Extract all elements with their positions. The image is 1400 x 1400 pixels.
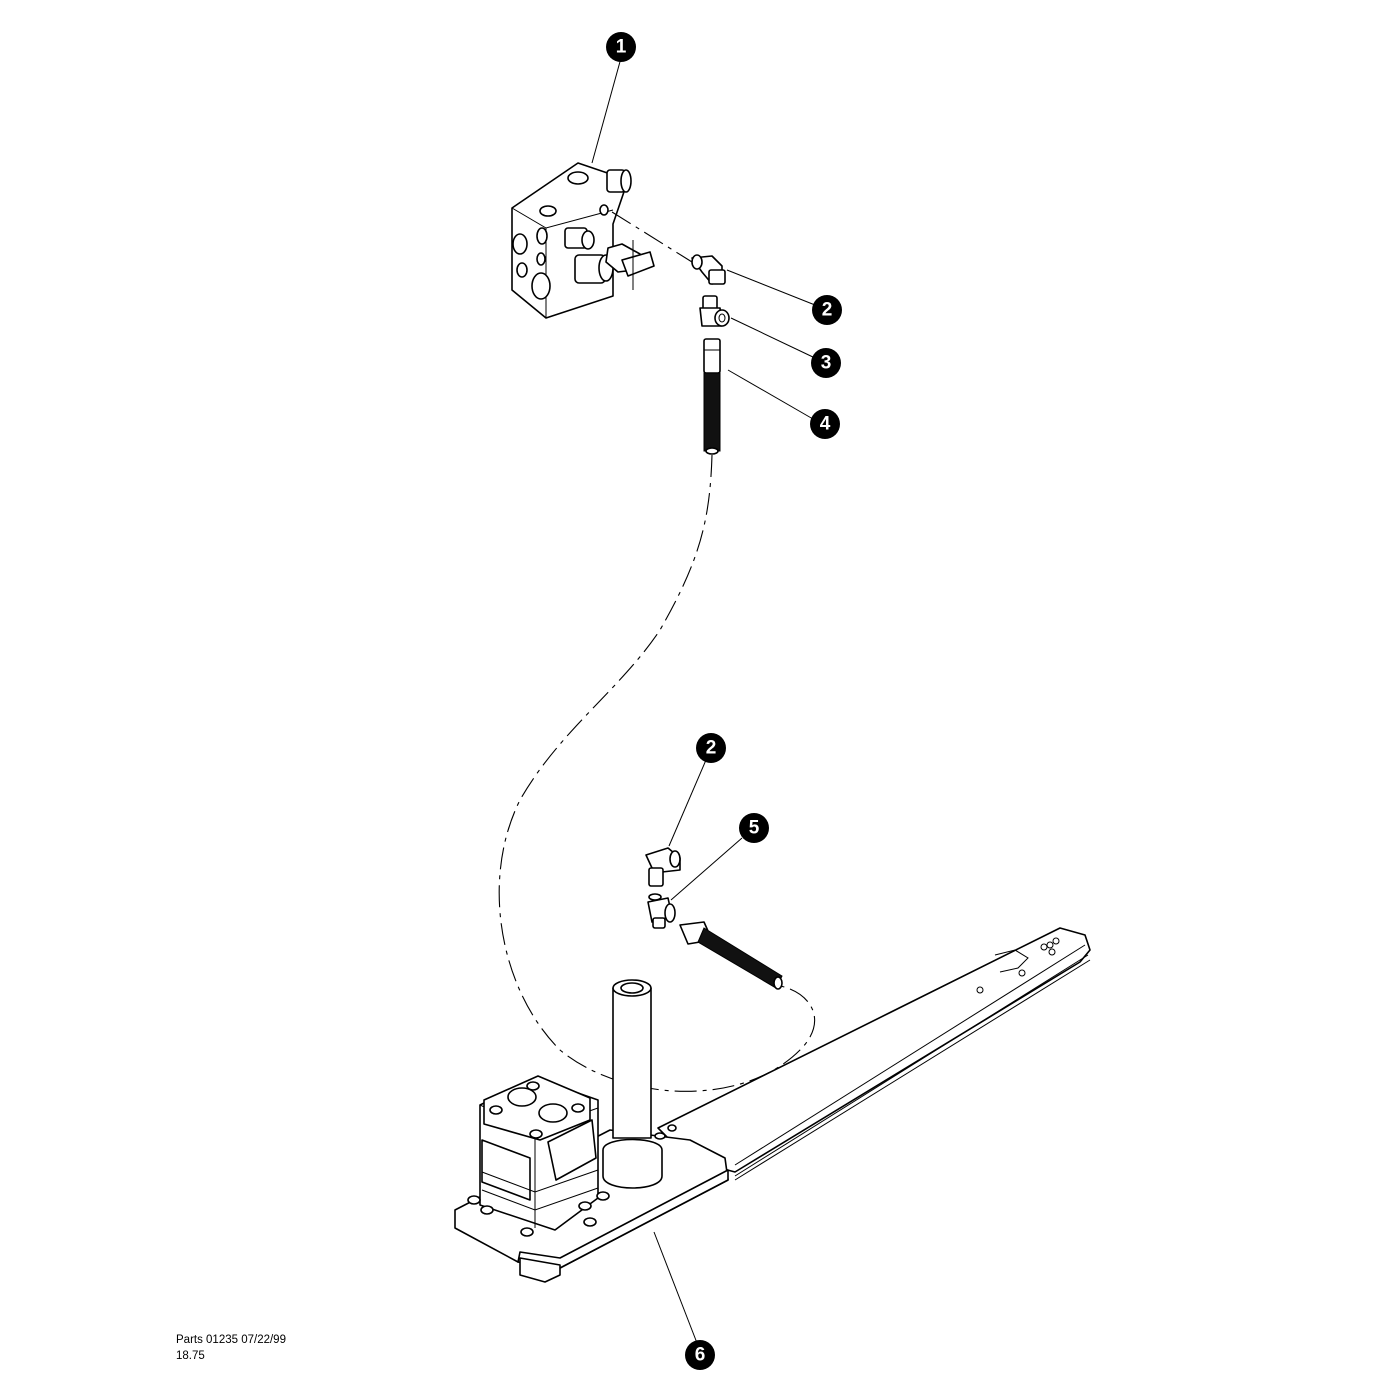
callout-2-lower: 2 xyxy=(696,733,726,763)
hose-top xyxy=(703,338,721,455)
footer-parts-number: Parts 01235 07/22/99 xyxy=(176,1334,286,1346)
svg-text:2: 2 xyxy=(706,738,717,759)
leader-line-2a xyxy=(726,269,816,306)
tee-fitting-top xyxy=(699,295,730,327)
svg-text:5: 5 xyxy=(749,818,760,839)
valve-block xyxy=(511,162,655,319)
callout-5: 5 xyxy=(739,813,769,843)
hose-route-line xyxy=(498,454,816,1092)
callout-3: 3 xyxy=(811,348,841,378)
leader-line-6 xyxy=(653,1231,698,1344)
callout-6: 6 xyxy=(685,1340,715,1370)
fork-assembly xyxy=(454,927,1091,1283)
svg-text:4: 4 xyxy=(820,414,831,435)
svg-text:1: 1 xyxy=(616,37,627,58)
callout-1: 1 xyxy=(606,32,636,62)
hose-lower xyxy=(679,921,783,990)
footer-page-number: 18.75 xyxy=(176,1350,205,1362)
tee-fitting-lower xyxy=(647,893,676,929)
leader-line-4 xyxy=(727,369,814,420)
callout-2-top: 2 xyxy=(812,295,842,325)
svg-text:6: 6 xyxy=(695,1345,706,1366)
svg-text:2: 2 xyxy=(822,300,833,321)
elbow-fitting-top xyxy=(691,254,726,285)
leader-line-2b xyxy=(668,759,707,847)
leader-line-1 xyxy=(591,57,622,164)
callout-4: 4 xyxy=(810,409,840,439)
leader-line-3 xyxy=(730,317,816,359)
connection-line-valve xyxy=(611,211,693,263)
svg-text:3: 3 xyxy=(821,353,832,374)
elbow-fitting-lower xyxy=(645,847,681,887)
leader-line-5 xyxy=(670,837,743,901)
